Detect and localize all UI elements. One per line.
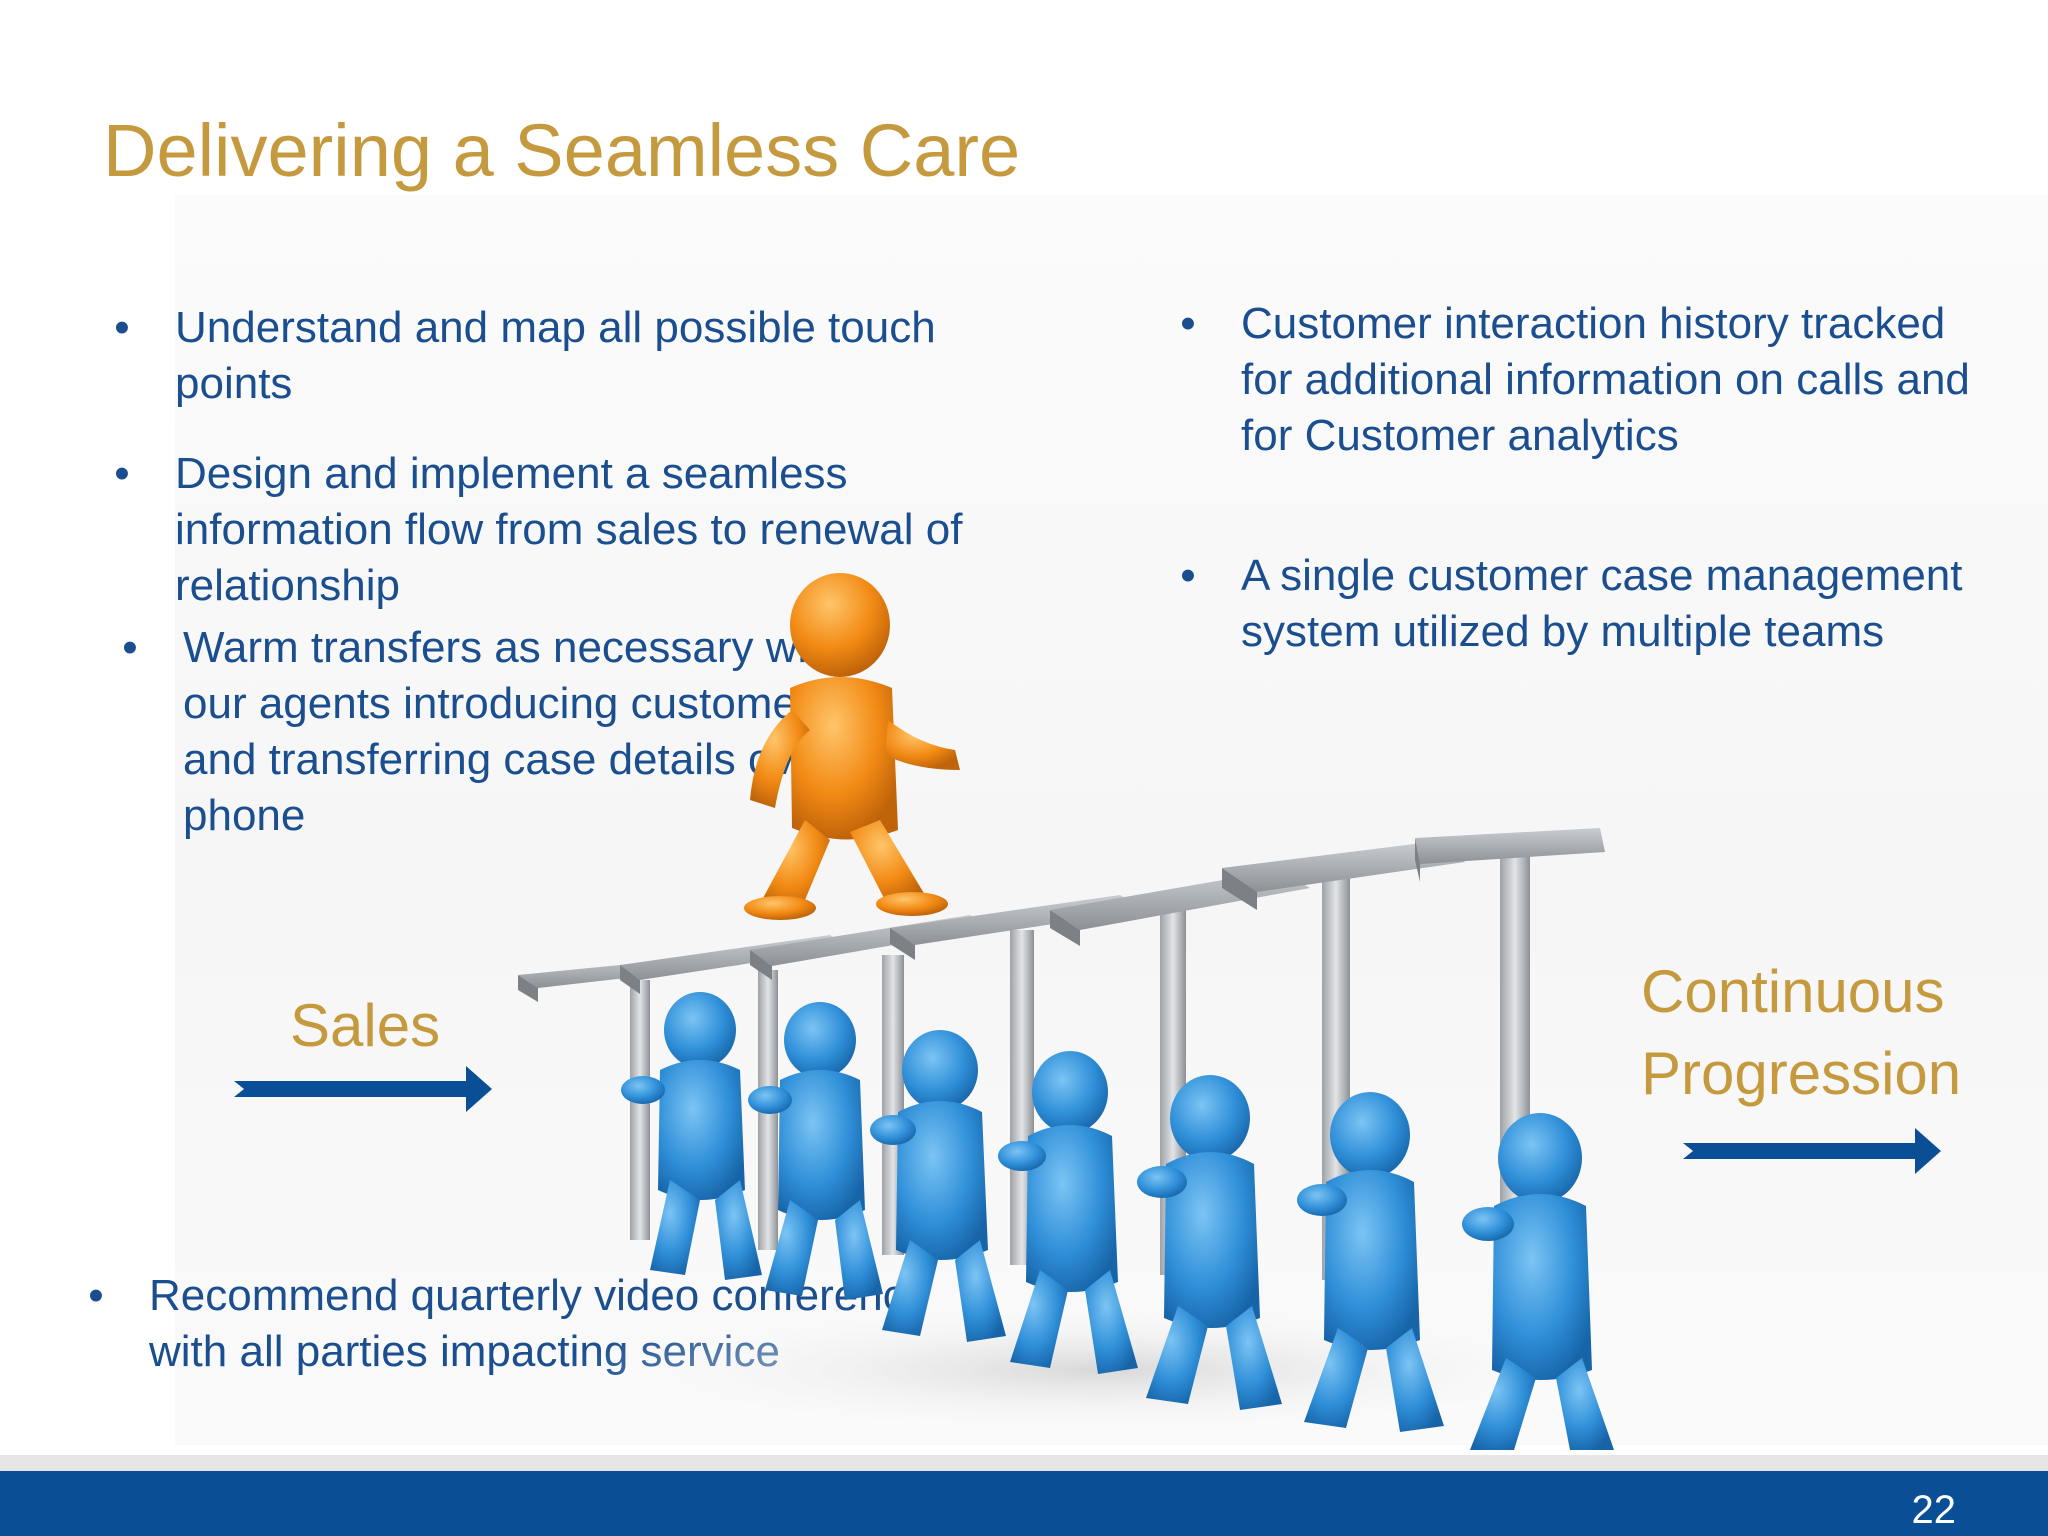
arrow-right-icon [1683, 1128, 1941, 1174]
arrow-right-icon [234, 1066, 492, 1112]
bullet-marker: • [114, 303, 130, 352]
orange-person-figure [744, 573, 960, 920]
slide-title: Delivering a Seamless Care [103, 109, 1021, 192]
footer-divider [0, 1455, 2048, 1471]
bullet-marker: • [122, 623, 138, 672]
blue-person-figure [1050, 870, 1310, 1410]
footer-band [0, 1471, 2048, 1536]
label-line: Progression [1641, 1040, 1962, 1107]
bullet-marker: • [114, 449, 130, 498]
label-line: Continuous [1641, 958, 1945, 1025]
blue-person-figure [1415, 828, 1614, 1450]
bullet-marker: • [1180, 551, 1196, 600]
bullet-information-flow: • Design and implement a seamless inform… [114, 446, 1015, 614]
bullet-text: Design and implement a seamless informat… [175, 449, 963, 610]
bullet-interaction-history: • Customer interaction history tracked f… [1180, 296, 1981, 464]
label-continuous-progression: Continuous Progression [1641, 951, 1961, 1115]
blue-person-figure [518, 955, 762, 1280]
blue-person-figure [1222, 842, 1465, 1432]
bullet-text: Understand and map all possible touch po… [175, 303, 936, 408]
bullet-warm-transfers: • Warm transfers as necessary with our a… [122, 620, 903, 844]
page-number: 22 [1911, 1488, 1957, 1532]
label-sales: Sales [290, 992, 441, 1059]
bullet-case-management: • A single customer case management syst… [1180, 548, 1981, 660]
bullet-text: Warm transfers as necessary with our age… [183, 623, 844, 840]
bullet-text: Customer interaction history tracked for… [1241, 299, 1970, 460]
bullet-text: A single customer case management system… [1241, 551, 1963, 656]
bullet-marker: • [88, 1271, 104, 1320]
bullet-marker: • [1180, 299, 1196, 348]
blue-person-figure [620, 935, 883, 1300]
bullet-touch-points: • Understand and map all possible touch … [114, 300, 1015, 412]
progression-illustration [518, 573, 1640, 1450]
